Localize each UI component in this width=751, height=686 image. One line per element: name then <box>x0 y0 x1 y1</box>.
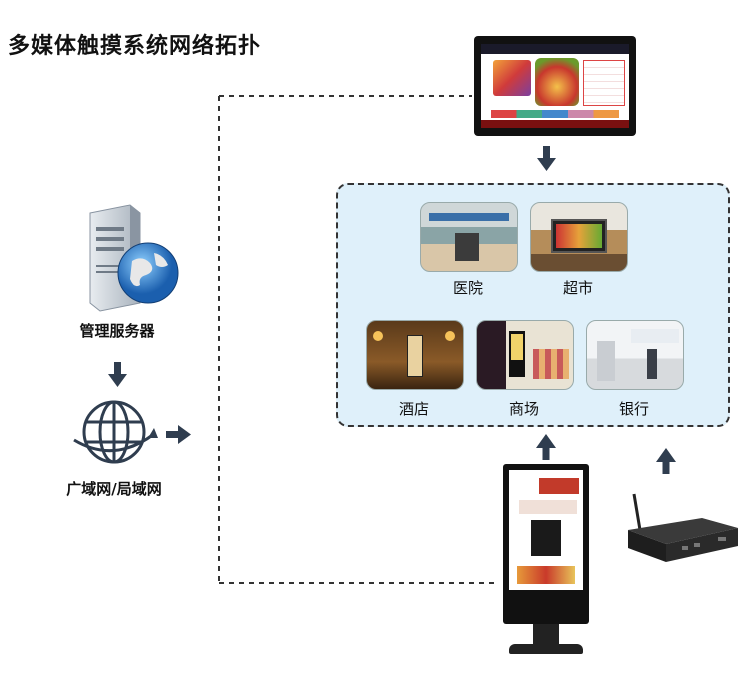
hotel-photo <box>366 320 464 390</box>
venue-label-mall: 商场 <box>508 400 539 418</box>
box-pc-router <box>622 490 742 570</box>
venue-label-bank: 银行 <box>618 400 649 418</box>
server-label: 管理服务器 <box>79 322 155 340</box>
bank-photo <box>586 320 684 390</box>
venue-label-hotel: 酒店 <box>398 400 429 418</box>
venue-label-hospital: 医院 <box>452 279 483 297</box>
floor-kiosk <box>503 464 589 662</box>
wall-touch-display <box>474 36 636 136</box>
arrow-up-boxpc <box>656 448 676 474</box>
diagram-title: 多媒体触摸系统网络拓扑 <box>8 34 262 59</box>
network-label: 广域网/局域网 <box>66 480 162 498</box>
globe-network-icon <box>70 394 158 468</box>
server-globe-icon <box>82 203 182 313</box>
mall-photo <box>476 320 574 390</box>
supermarket-photo <box>530 202 628 272</box>
arrow-right-network <box>166 425 191 444</box>
arrow-down-server <box>108 362 127 387</box>
hospital-photo <box>420 202 518 272</box>
arrow-up-kiosk <box>536 434 556 460</box>
arrow-down-panel <box>537 146 556 171</box>
venue-label-supermarket: 超市 <box>562 279 593 297</box>
